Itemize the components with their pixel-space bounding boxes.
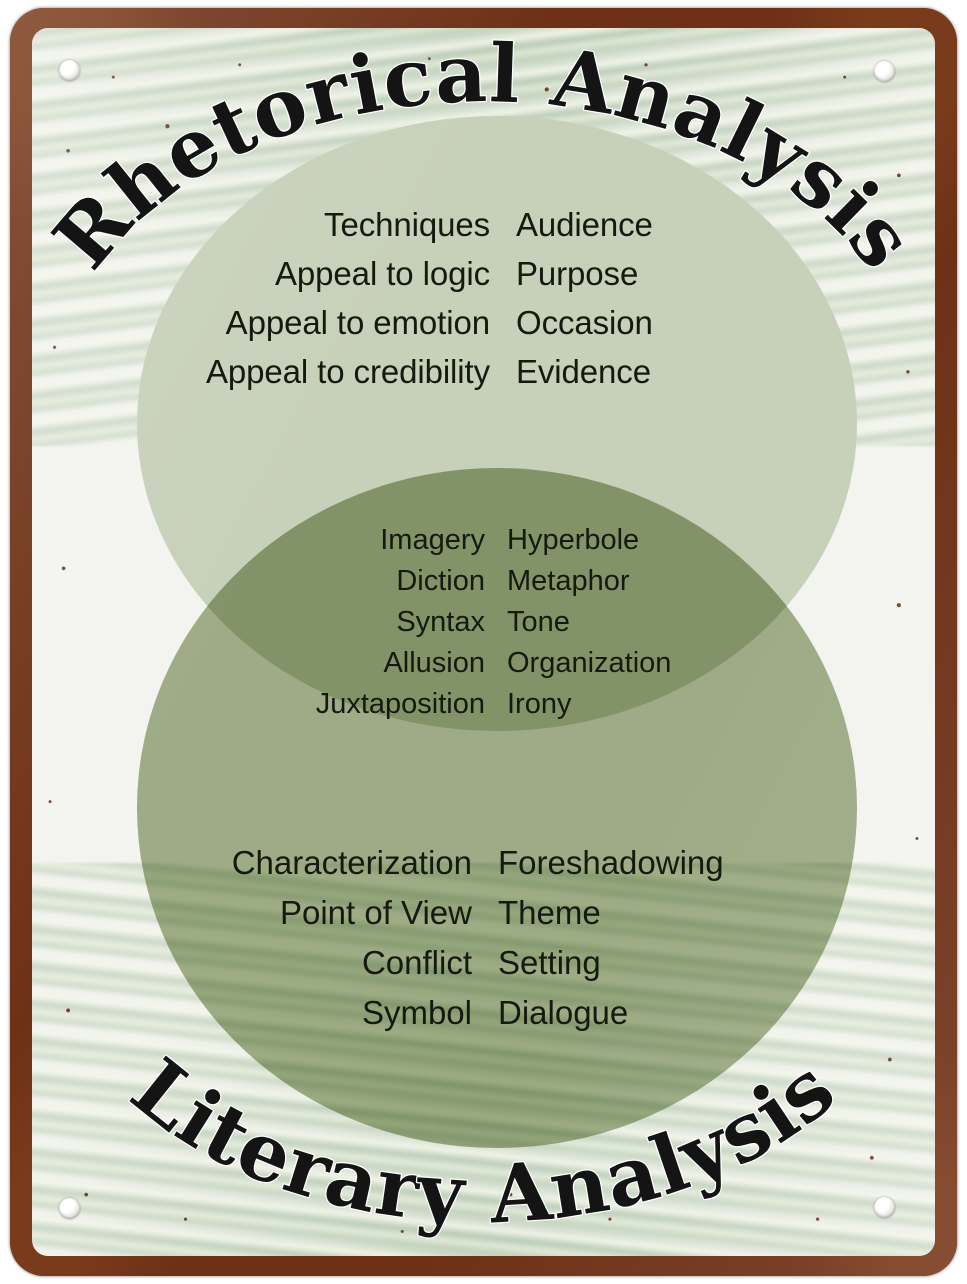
screw-hole-top-left: [59, 60, 80, 81]
enamel-face: [32, 28, 935, 1256]
term: Occasion: [516, 304, 653, 341]
term: Characterization: [231, 844, 472, 881]
term: Evidence: [516, 353, 651, 390]
shared-terms: Imagery Diction Syntax Allusion Juxtapos…: [140, 520, 720, 725]
term: Techniques: [324, 206, 490, 243]
term: Syntax: [396, 606, 485, 638]
term: Appeal to credibility: [205, 353, 490, 390]
term: Point of View: [279, 894, 472, 931]
term: Tone: [507, 606, 570, 638]
shared-left-column: Imagery Diction Syntax Allusion Juxtapos…: [140, 520, 485, 725]
term: Diction: [396, 565, 485, 597]
term: Imagery: [380, 524, 485, 556]
term: Symbol: [361, 994, 472, 1031]
term: Metaphor: [507, 565, 630, 597]
term: Conflict: [361, 944, 472, 981]
term: Setting: [498, 944, 601, 981]
rhetorical-left-column: Techniques Appeal to logic Appeal to emo…: [120, 200, 490, 396]
term: Hyperbole: [507, 524, 640, 556]
literary-left-column: Characterization Point of View Conflict …: [110, 838, 472, 1038]
literary-right-column: Foreshadowing Theme Setting Dialogue: [498, 838, 724, 1038]
screw-hole-bottom-left: [59, 1198, 80, 1219]
venn-diagram: [32, 28, 935, 1256]
shared-right-column: Hyperbole Metaphor Tone Organization Iro…: [507, 520, 671, 725]
term: Allusion: [383, 647, 485, 679]
rhetorical-right-column: Audience Purpose Occasion Evidence: [516, 200, 653, 396]
screw-hole-bottom-right: [874, 1197, 895, 1218]
term: Purpose: [516, 255, 639, 292]
term: Juxtaposition: [315, 688, 485, 720]
term: Irony: [507, 688, 572, 720]
circle-literary-analysis: [137, 468, 857, 1148]
term: Foreshadowing: [498, 844, 724, 881]
rhetorical-only-terms: Techniques Appeal to logic Appeal to emo…: [120, 200, 720, 396]
screw-hole-top-right: [874, 61, 895, 82]
term: Dialogue: [498, 994, 629, 1031]
literary-only-terms: Characterization Point of View Conflict …: [110, 838, 780, 1038]
term: Theme: [498, 894, 601, 931]
term: Organization: [507, 647, 672, 679]
term: Appeal to emotion: [225, 304, 490, 341]
term: Audience: [516, 206, 653, 243]
term: Appeal to logic: [275, 255, 490, 292]
